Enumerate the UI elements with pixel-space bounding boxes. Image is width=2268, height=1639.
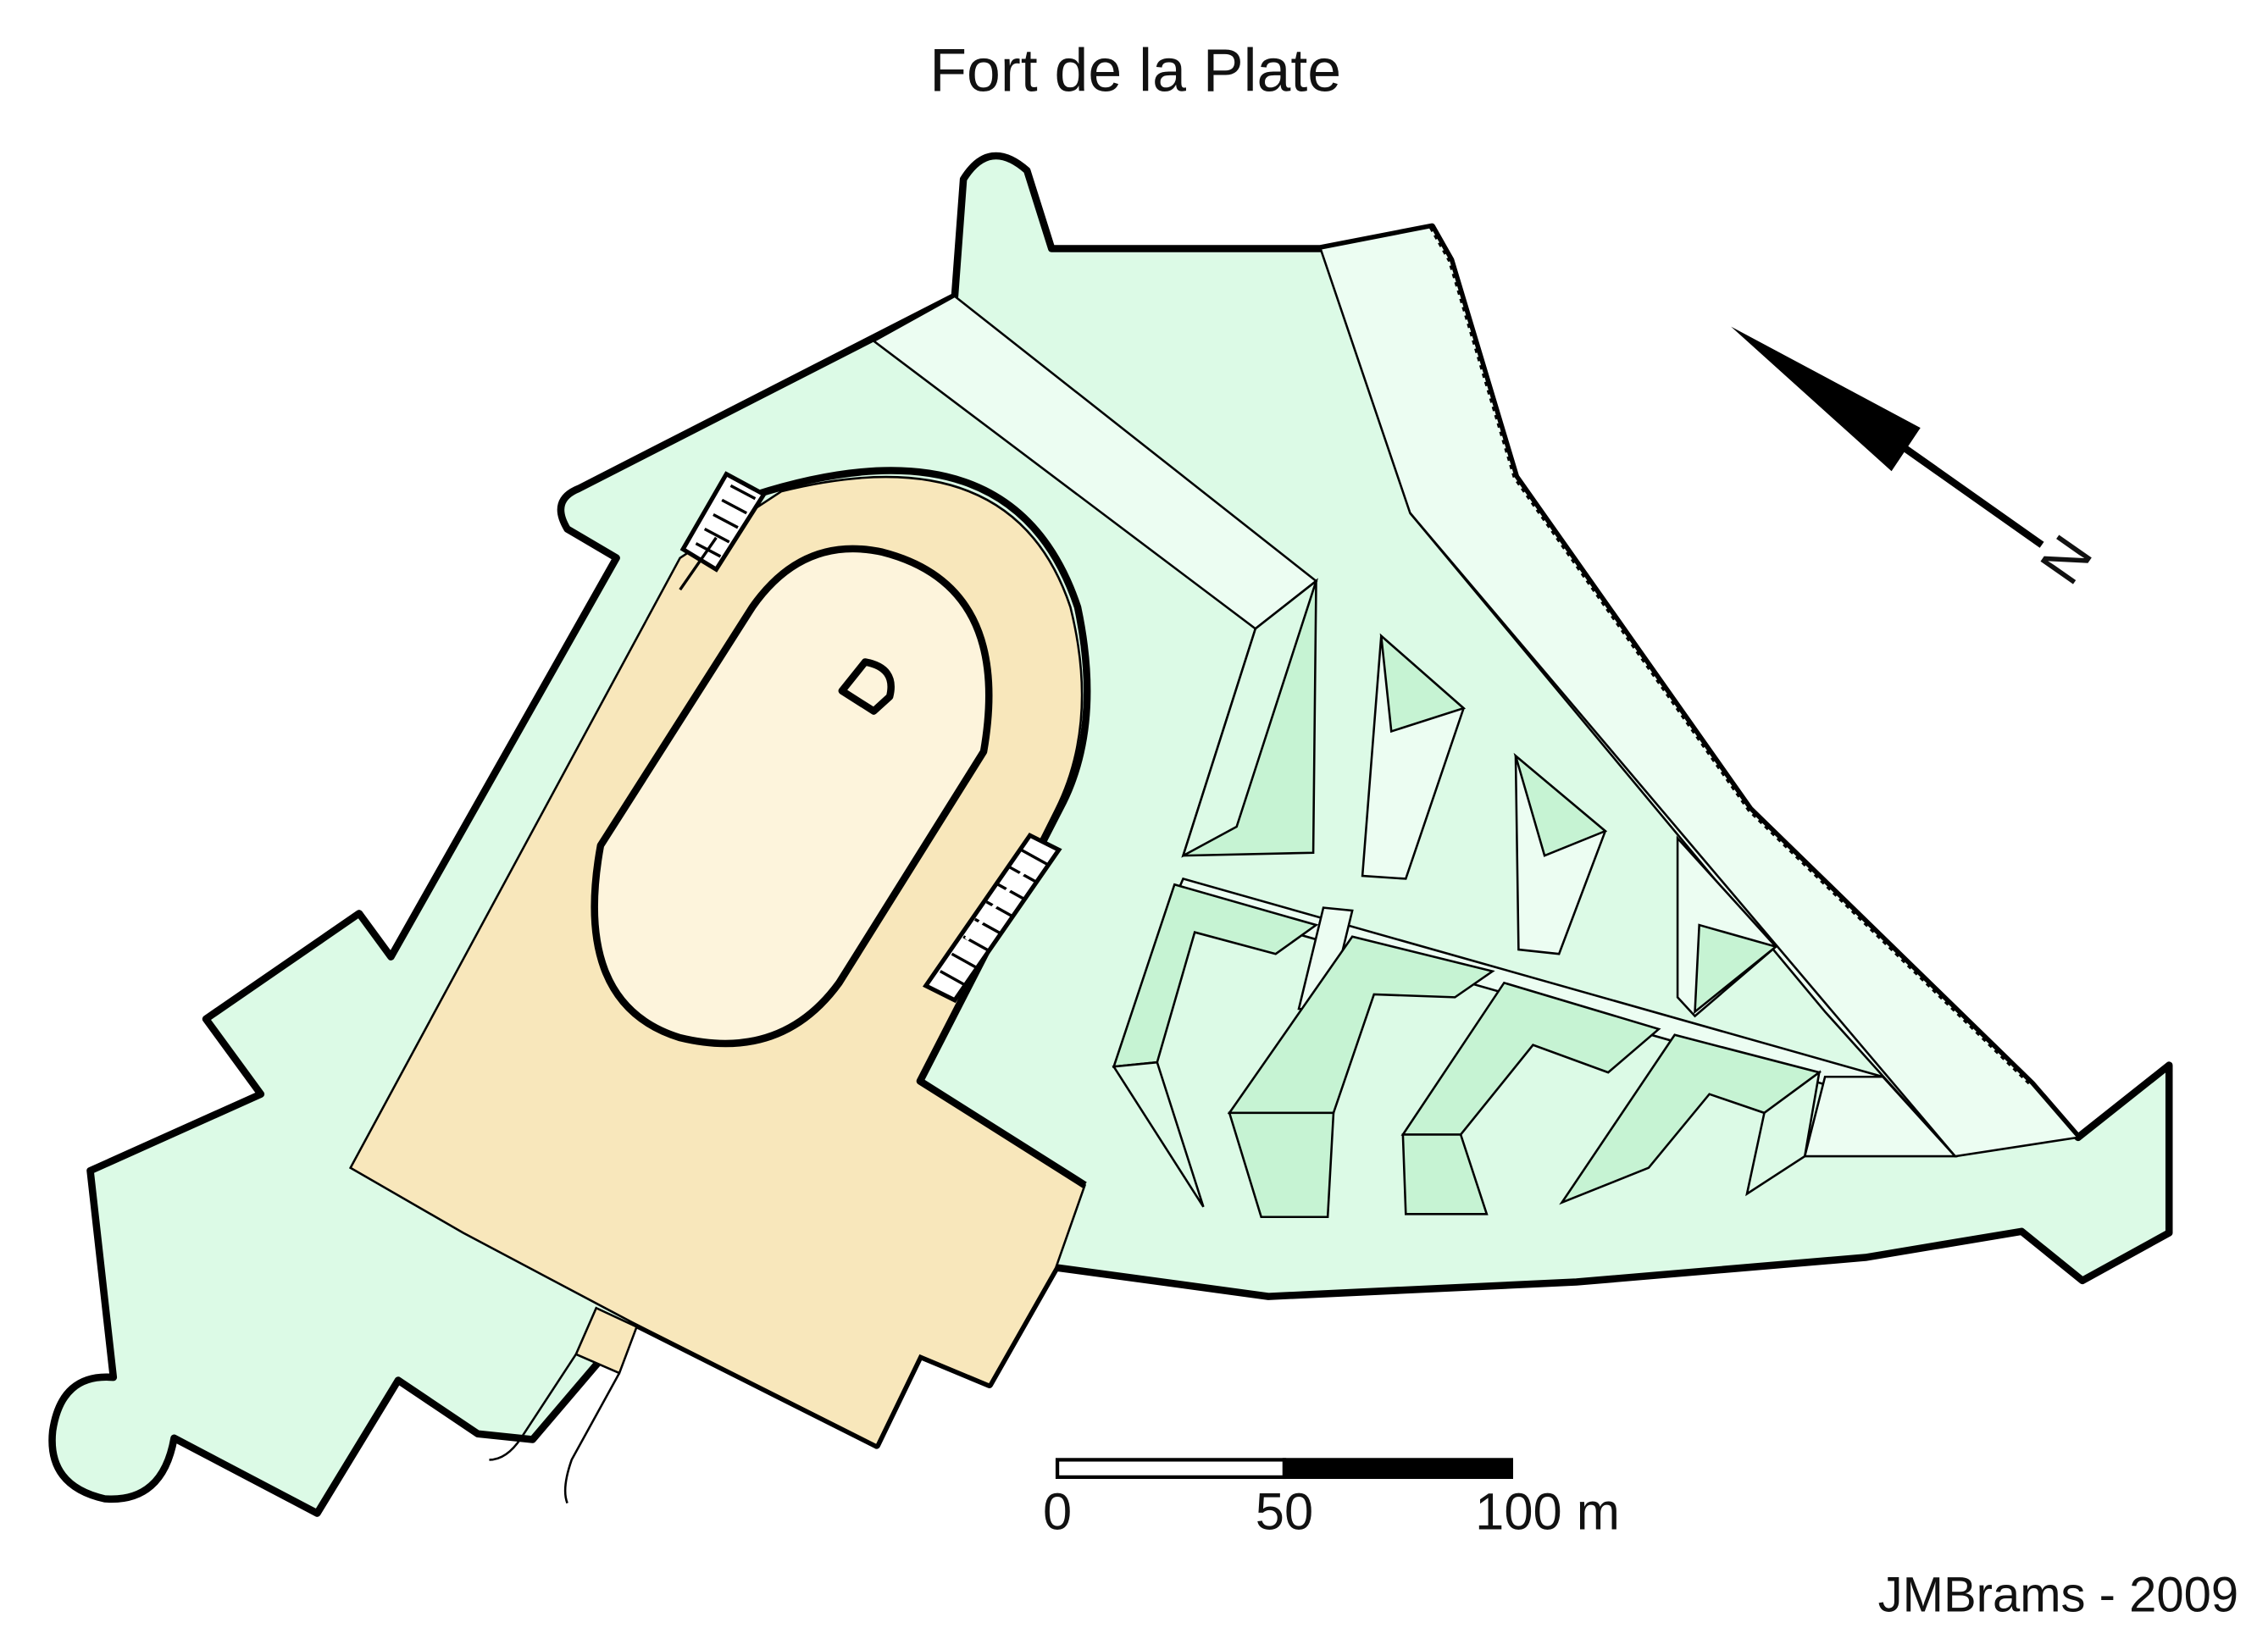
scale-label-50: 50 (1256, 1482, 1313, 1541)
inner-line (1409, 512, 1956, 1157)
keep-wall (751, 467, 1091, 1188)
d-shaped-tower-icon (838, 658, 895, 715)
bastion-7-face (1401, 1133, 1489, 1215)
map-title: Fort de la Plate (929, 37, 1341, 105)
north-arrow-icon: N (1731, 326, 2105, 595)
outer-rampart (48, 152, 2173, 1517)
north-label: N (2028, 524, 2105, 595)
author-credit: JMBrams - 2009 (1878, 1568, 2238, 1623)
bastion-1-face (1181, 578, 1319, 858)
bastion-3-face (1513, 752, 1608, 857)
bastion-field (1112, 578, 1958, 1219)
scale-label-100: 100 m (1475, 1482, 1620, 1541)
stairs-icon (679, 471, 768, 591)
bastion-9 (1803, 1075, 1958, 1158)
bastion-6-face (1228, 1111, 1335, 1219)
stairs-icon (923, 832, 1062, 1004)
bastion-5-face (1112, 1060, 1205, 1208)
scale-label-0: 0 (1043, 1482, 1072, 1541)
entrance-path (489, 1306, 639, 1504)
bastion-2-face (1379, 633, 1467, 734)
scale-bar: 0 50 100 m (1043, 1458, 1620, 1541)
bastion-4-face (1694, 923, 1778, 1015)
